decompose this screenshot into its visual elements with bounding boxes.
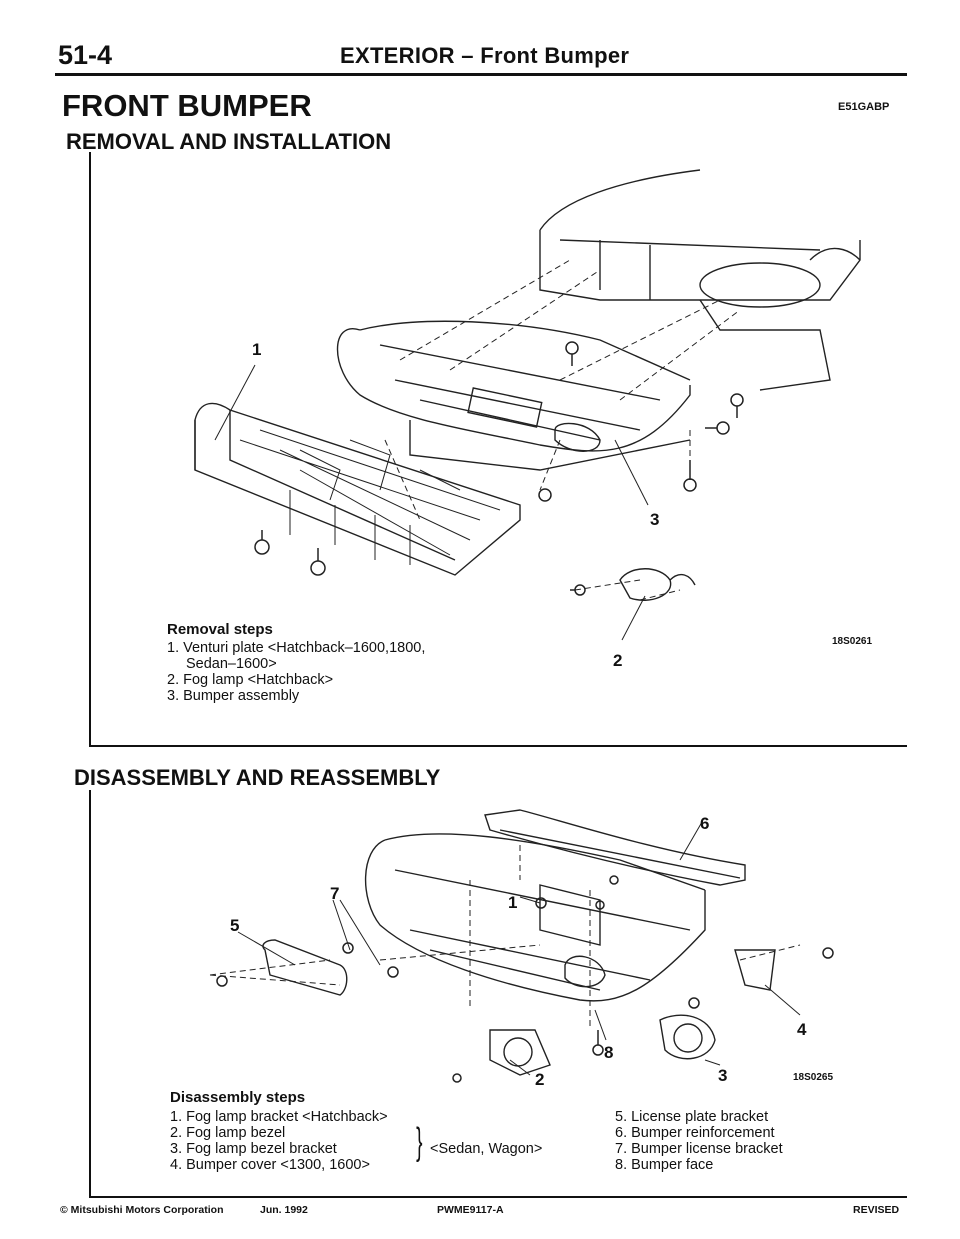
disassembly-step-1: 1. Fog lamp bracket <Hatchback> bbox=[170, 1109, 388, 1125]
disassembly-frame-left bbox=[89, 790, 91, 1198]
removal-step-1-cont: Sedan–1600> bbox=[186, 656, 277, 672]
removal-figure-code: 18S0261 bbox=[832, 636, 873, 647]
removal-heading: REMOVAL AND INSTALLATION bbox=[66, 129, 392, 154]
footer-copyright: © Mitsubishi Motors Corporation bbox=[60, 1204, 224, 1216]
disassembly-bracket-note: <Sedan, Wagon> bbox=[430, 1141, 543, 1157]
header-rule bbox=[55, 73, 907, 76]
removal-steps-title: Removal steps bbox=[167, 621, 273, 638]
disassembly-callout-5: 5 bbox=[230, 916, 240, 935]
brace-icon: } bbox=[416, 1121, 423, 1163]
disassembly-step-2: 2. Fog lamp bezel bbox=[170, 1125, 286, 1141]
section-title: EXTERIOR – Front Bumper bbox=[340, 43, 630, 68]
removal-step-3: 3. Bumper assembly bbox=[167, 688, 300, 704]
disassembly-callout-4: 4 bbox=[797, 1020, 807, 1039]
footer-doc-code: PWME9117-A bbox=[437, 1204, 504, 1216]
disassembly-steps-title: Disassembly steps bbox=[170, 1089, 306, 1106]
removal-frame-left bbox=[89, 152, 91, 746]
callout-3: 3 bbox=[650, 510, 660, 529]
removal-frame-bottom bbox=[89, 745, 907, 747]
callout-2: 2 bbox=[613, 651, 623, 670]
disassembly-steps-left: 1. Fog lamp bracket <Hatchback> 2. Fog l… bbox=[170, 1109, 388, 1173]
disassembly-callout-7: 7 bbox=[330, 884, 340, 903]
page-number: 51-4 bbox=[58, 40, 113, 70]
removal-step-1: 1. Venturi plate <Hatchback–1600,1800, bbox=[167, 640, 426, 656]
removal-diagram bbox=[194, 169, 861, 641]
footer-revised: REVISED bbox=[853, 1204, 900, 1216]
disassembly-callout-3: 3 bbox=[718, 1066, 728, 1085]
disassembly-callout-6: 6 bbox=[700, 814, 710, 833]
disassembly-steps-right: 5. License plate bracket 6. Bumper reinf… bbox=[615, 1109, 783, 1173]
disassembly-callout-2: 2 bbox=[535, 1070, 545, 1089]
removal-steps-list: 1. Venturi plate <Hatchback–1600,1800, S… bbox=[167, 640, 425, 704]
callout-1: 1 bbox=[252, 340, 262, 359]
disassembly-callout-8: 8 bbox=[604, 1043, 614, 1062]
removal-step-2: 2. Fog lamp <Hatchback> bbox=[167, 672, 334, 688]
page-title: FRONT BUMPER bbox=[62, 88, 312, 123]
disassembly-step-7: 7. Bumper license bracket bbox=[615, 1141, 783, 1157]
disassembly-step-6: 6. Bumper reinforcement bbox=[615, 1125, 775, 1141]
disassembly-step-4: 4. Bumper cover <1300, 1600> bbox=[170, 1157, 370, 1173]
disassembly-step-3: 3. Fog lamp bezel bracket bbox=[170, 1141, 337, 1157]
disassembly-step-5: 5. License plate bracket bbox=[615, 1109, 769, 1125]
footer-date: Jun. 1992 bbox=[260, 1204, 308, 1216]
disassembly-callout-1: 1 bbox=[508, 893, 518, 912]
disassembly-step-8: 8. Bumper face bbox=[615, 1157, 714, 1173]
disassembly-frame-bottom bbox=[89, 1196, 907, 1198]
disassembly-heading: DISASSEMBLY AND REASSEMBLY bbox=[74, 765, 441, 790]
disassembly-figure-code: 18S0265 bbox=[793, 1072, 834, 1083]
section-code: E51GABP bbox=[838, 101, 890, 113]
